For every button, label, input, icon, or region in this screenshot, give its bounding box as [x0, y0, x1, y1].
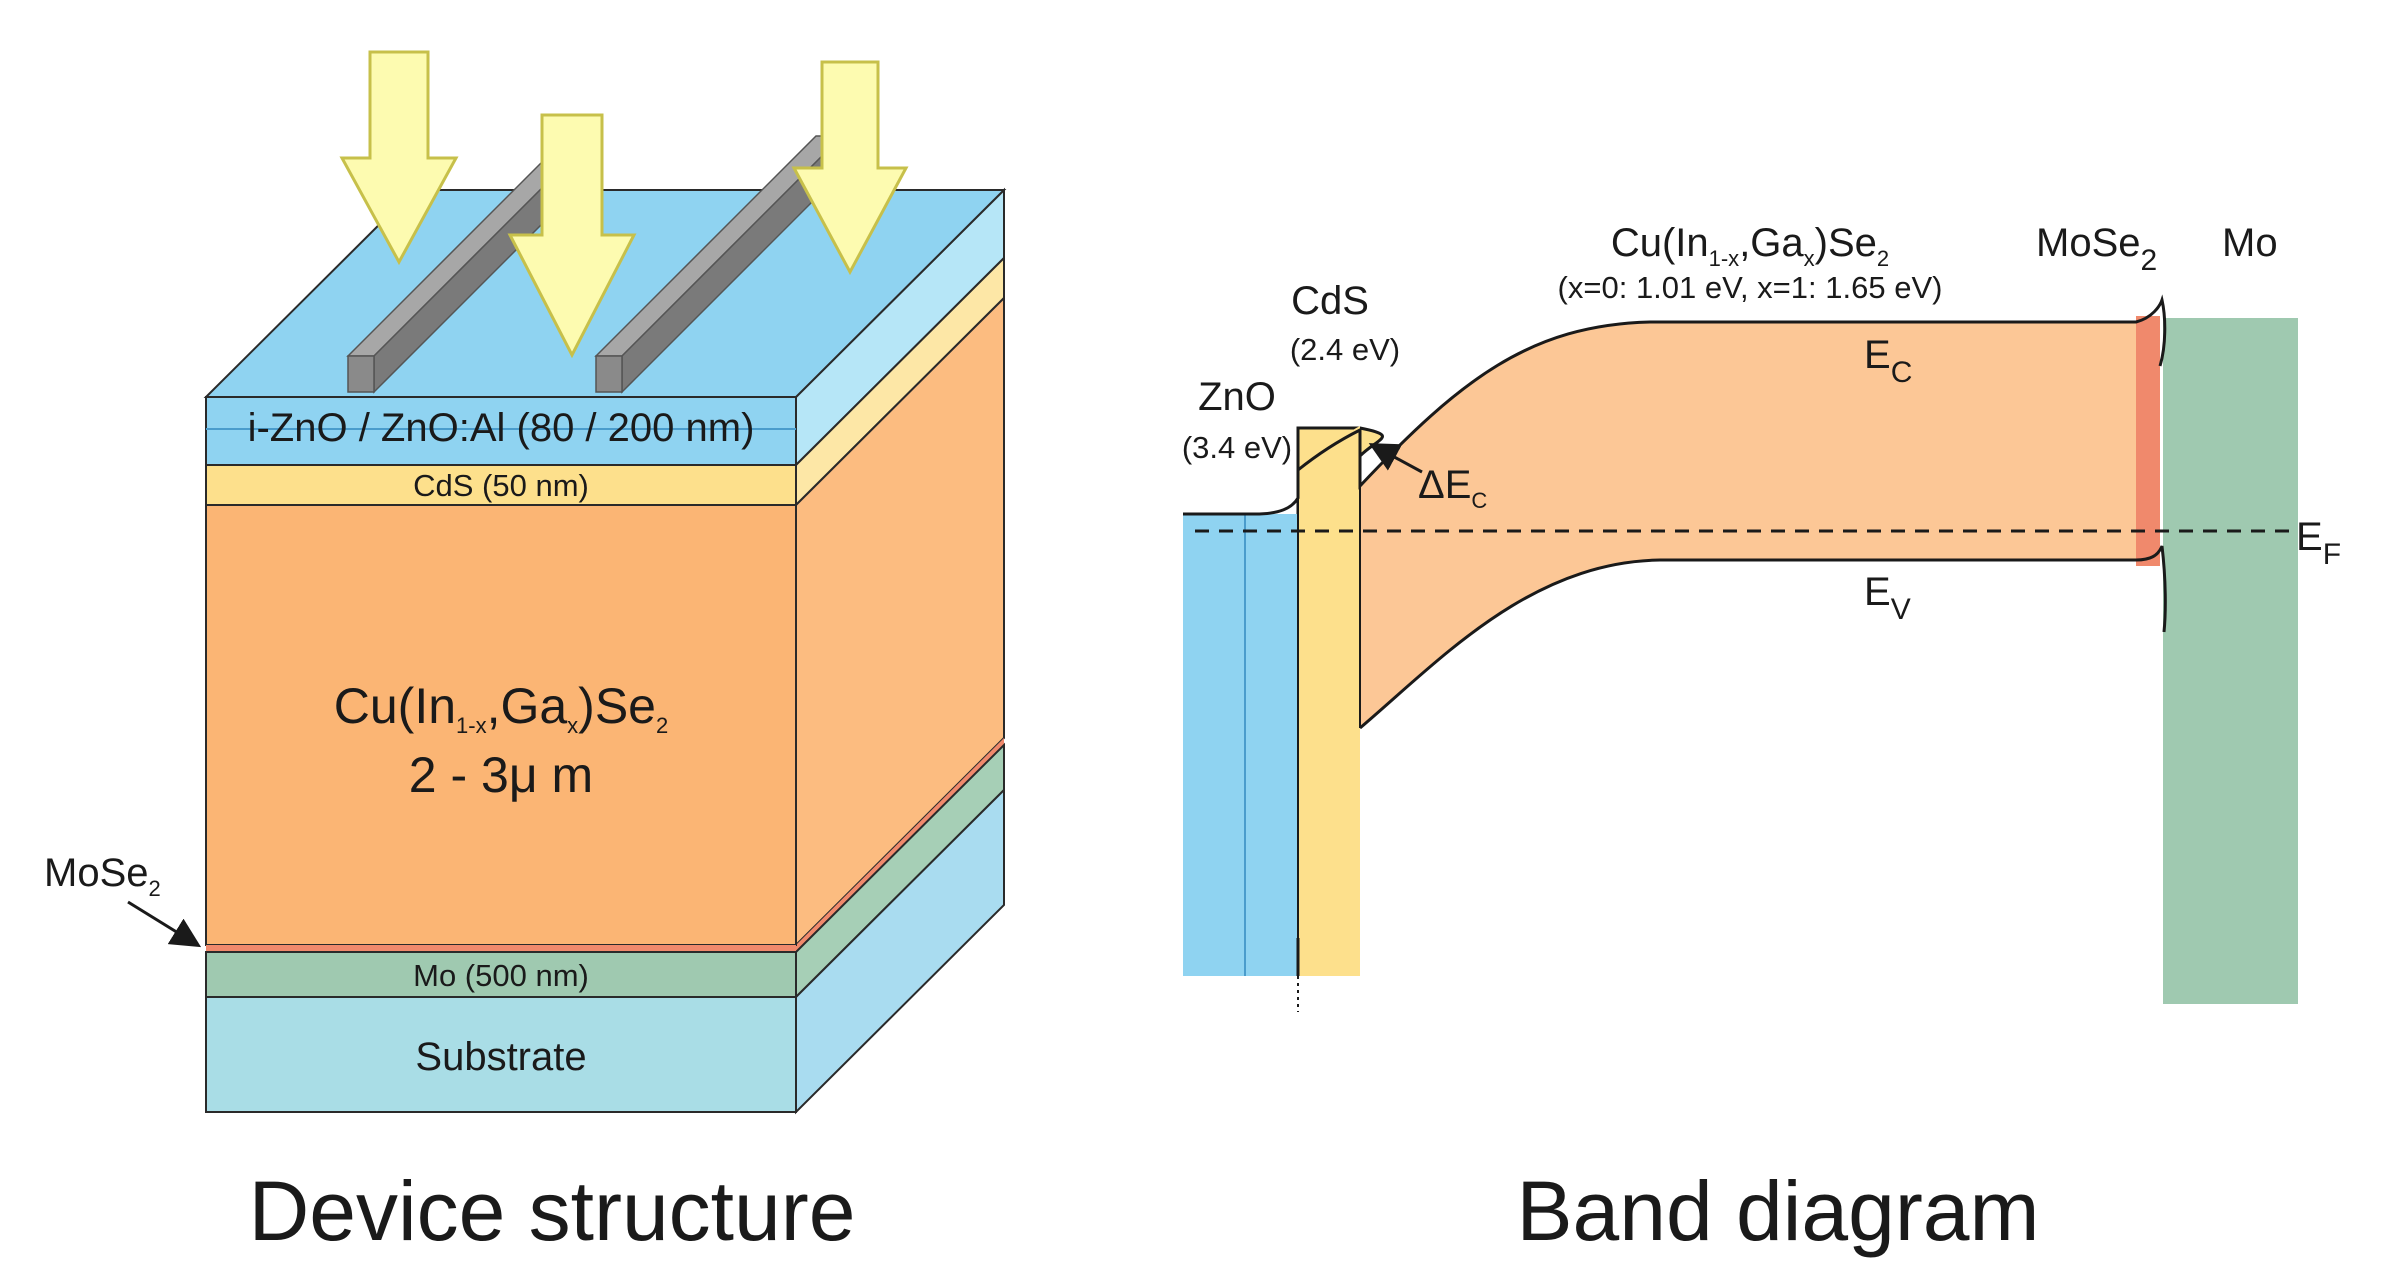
- layer-buffer: [205, 464, 797, 506]
- label-absorber-formula: Cu(In1-x,Gax)Se2: [334, 678, 668, 738]
- sunlight-arrows: [339, 50, 909, 359]
- label-back-contact: Mo (500 nm): [413, 958, 589, 993]
- label-zno: ZnO: [1198, 375, 1276, 419]
- label-buffer: CdS (50 nm): [413, 468, 589, 503]
- grid-contacts: [346, 134, 844, 394]
- label-substrate: Substrate: [415, 1035, 586, 1079]
- band-cigs: [1360, 322, 2136, 728]
- layer-substrate: [205, 996, 797, 1113]
- label-cds-gap: (2.4 eV): [1290, 332, 1400, 367]
- caption-band-diagram: Band diagram: [1517, 1164, 2040, 1258]
- sunlight-arrow-1: [339, 50, 459, 266]
- mose2-callout-arrow: [127, 900, 202, 948]
- layer-back-contact: [205, 951, 797, 998]
- band-cds-body: [1298, 470, 1360, 976]
- label-mo: Mo: [2222, 221, 2278, 265]
- delta-ec-arrow: [1368, 443, 1423, 474]
- band-diagram: ZnO (3.4 eV) CdS (2.4 eV) Cu(In1-x,Gax)S…: [1182, 221, 2341, 1258]
- label-zno-gap: (3.4 eV): [1182, 430, 1292, 465]
- band-mose2: [2136, 316, 2160, 566]
- contact-finger-2-front: [595, 355, 623, 393]
- side-mose2: [796, 738, 1004, 952]
- contact-finger-1-front: [347, 355, 375, 393]
- band-mo: [2163, 318, 2298, 1004]
- label-ec: EC: [1864, 333, 1912, 389]
- sunlight-arrow-3: [791, 60, 909, 276]
- label-mose2-callout: MoSe2: [44, 851, 161, 901]
- label-cigs-gap: (x=0: 1.01 eV, x=1: 1.65 eV): [1558, 270, 1943, 305]
- label-cigs: Cu(In1-x,Gax)Se2: [1611, 221, 1889, 271]
- caption-device-structure: Device structure: [249, 1164, 856, 1258]
- label-window: i-ZnO / ZnO:Al (80 / 200 nm): [248, 406, 755, 450]
- label-ev: EV: [1864, 570, 1911, 626]
- device-structure: i-ZnO / ZnO:Al (80 / 200 nm) CdS (50 nm)…: [44, 50, 1007, 1258]
- label-absorber-thickness: 2 - 3μ m: [409, 747, 593, 803]
- label-ef: EF: [2296, 515, 2341, 571]
- label-cds: CdS: [1291, 279, 1369, 323]
- band-zno: [1183, 514, 1298, 976]
- layer-window: [205, 396, 797, 466]
- label-delta-ec: ΔEC: [1418, 463, 1487, 513]
- layer-mose2: [206, 945, 796, 952]
- label-mose2: MoSe2: [2036, 221, 2157, 277]
- sunlight-arrow-2: [507, 113, 637, 359]
